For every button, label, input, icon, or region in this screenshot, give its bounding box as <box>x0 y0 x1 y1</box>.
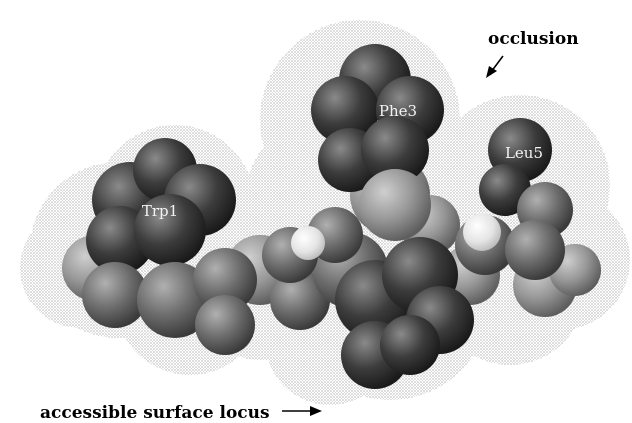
residue-label-leu5: Leu5 <box>505 144 543 162</box>
occlusion-arrow-icon <box>486 55 504 78</box>
molecule-atoms <box>62 44 601 389</box>
residue-label-trp1: Trp1 <box>142 202 178 220</box>
surface-arrow-icon <box>282 406 322 416</box>
residue-label-phe3: Phe3 <box>379 102 417 120</box>
annotations: occlusion accessible surface locus <box>40 29 579 423</box>
surface-locus-label: accessible surface locus <box>40 403 270 423</box>
residue-labels: Trp1 Phe3 Leu5 <box>142 102 543 220</box>
occlusion-label: occlusion <box>488 29 579 49</box>
